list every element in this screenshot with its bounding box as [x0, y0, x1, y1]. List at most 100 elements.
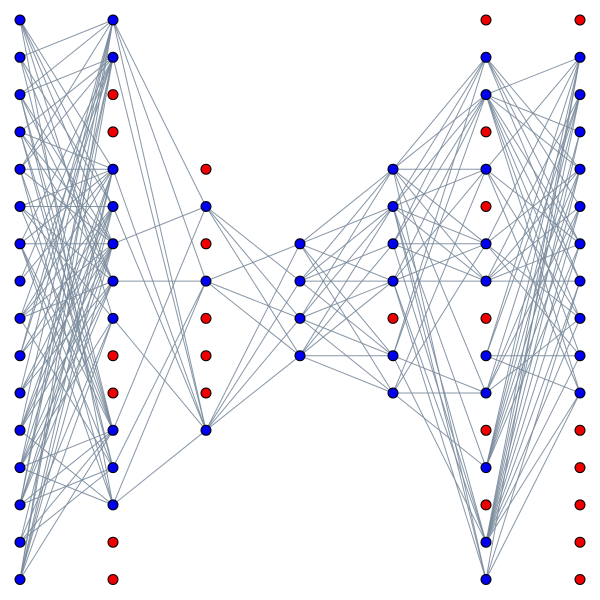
active-node-layer-1: [14, 499, 26, 511]
connection-edge: [299, 206, 394, 356]
connection-edge: [485, 392, 581, 543]
connection-edge: [485, 94, 581, 468]
pruned-node-layer-2: [107, 350, 119, 362]
connection-edge: [19, 19, 114, 505]
connection-edge: [485, 169, 581, 543]
connection-edge: [205, 355, 301, 431]
connection-edge: [485, 57, 581, 580]
active-node-layer-3: [200, 275, 212, 287]
pruned-node-layer-7: [574, 424, 586, 436]
connection-edge: [299, 243, 394, 357]
active-node-layer-5: [387, 201, 399, 212]
connection-edge: [19, 19, 114, 580]
active-node-layer-6: [480, 574, 492, 585]
active-node-layer-3: [200, 424, 212, 436]
pruned-node-layer-7: [574, 14, 586, 26]
connection-edge: [19, 318, 114, 580]
active-node-layer-6: [480, 387, 492, 399]
connection-edge: [299, 206, 394, 319]
active-node-layer-6: [480, 536, 492, 548]
connection-edge: [19, 56, 114, 96]
pruned-node-layer-7: [574, 574, 586, 585]
connection-edge: [112, 206, 207, 431]
active-node-layer-7: [574, 238, 586, 250]
active-node-layer-7: [574, 275, 586, 287]
connection-edge: [112, 206, 207, 245]
active-node-layer-2: [107, 275, 119, 287]
connection-edge: [485, 355, 581, 543]
active-node-layer-3: [200, 201, 212, 212]
connection-edge: [299, 317, 394, 357]
connection-edge: [19, 19, 114, 95]
connection-edge: [205, 243, 301, 282]
active-node-layer-7: [574, 163, 586, 175]
active-node-layer-5: [387, 387, 399, 399]
connection-edge: [112, 429, 207, 506]
active-node-layer-7: [574, 201, 586, 212]
pruned-node-layer-2: [107, 387, 119, 399]
pruned-node-layer-6: [480, 499, 492, 511]
connection-edge: [485, 57, 581, 356]
pruned-node-layer-3: [200, 387, 212, 399]
pruned-node-layer-6: [480, 126, 492, 138]
active-node-layer-2: [107, 51, 119, 63]
connection-edge: [112, 19, 207, 282]
active-node-layer-5: [387, 238, 399, 250]
connection-edge: [485, 131, 581, 543]
active-node-layer-1: [14, 126, 26, 138]
pruned-node-layer-2: [107, 536, 119, 548]
active-node-layer-1: [14, 275, 26, 287]
connection-edge: [392, 94, 487, 356]
active-node-layer-4: [294, 275, 306, 287]
connection-edge: [299, 280, 394, 357]
active-node-layer-6: [480, 51, 492, 63]
active-node-layer-1: [14, 51, 26, 63]
active-node-layer-7: [574, 312, 586, 324]
connection-edge: [112, 280, 207, 506]
pruned-node-layer-3: [200, 350, 212, 362]
pruned-node-layer-5: [387, 312, 399, 324]
active-node-layer-1: [14, 163, 26, 175]
connection-edge: [205, 280, 301, 319]
pruned-node-layer-6: [480, 424, 492, 436]
connection-edge: [112, 280, 207, 468]
connection-edge: [205, 206, 301, 356]
connection-edge: [112, 19, 207, 207]
connection-edge: [19, 168, 114, 319]
connection-edge: [392, 392, 487, 468]
pruned-node-layer-2: [107, 126, 119, 138]
connection-edge: [392, 355, 487, 543]
active-node-layer-1: [14, 312, 26, 324]
active-node-layer-7: [574, 350, 586, 362]
active-node-layer-7: [574, 51, 586, 63]
connection-edge: [19, 57, 114, 580]
active-node-layer-5: [387, 350, 399, 362]
active-node-layer-1: [14, 387, 26, 399]
active-node-layer-6: [480, 238, 492, 250]
active-node-layer-1: [14, 536, 26, 548]
connection-edge: [485, 57, 581, 468]
active-node-layer-2: [107, 499, 119, 511]
active-node-layer-6: [480, 350, 492, 362]
active-node-layer-7: [574, 126, 586, 138]
active-node-layer-1: [14, 462, 26, 474]
connection-edge: [485, 56, 581, 170]
active-node-layer-1: [14, 424, 26, 436]
pruned-node-layer-7: [574, 536, 586, 548]
active-node-layer-4: [294, 238, 306, 250]
active-node-layer-1: [14, 350, 26, 362]
pruned-node-layer-7: [574, 499, 586, 511]
connection-edge: [392, 280, 487, 543]
connection-edge: [299, 168, 394, 282]
connection-edge: [19, 206, 114, 580]
connection-edge: [485, 280, 581, 580]
connection-edge: [392, 355, 487, 394]
node-group: [14, 14, 586, 585]
active-node-layer-1: [14, 574, 26, 585]
connection-edge: [19, 19, 114, 394]
connection-edge: [392, 94, 487, 245]
pruned-node-layer-6: [480, 201, 492, 212]
active-node-layer-6: [480, 89, 492, 101]
connection-edge: [299, 168, 394, 319]
connection-edge: [205, 280, 301, 357]
